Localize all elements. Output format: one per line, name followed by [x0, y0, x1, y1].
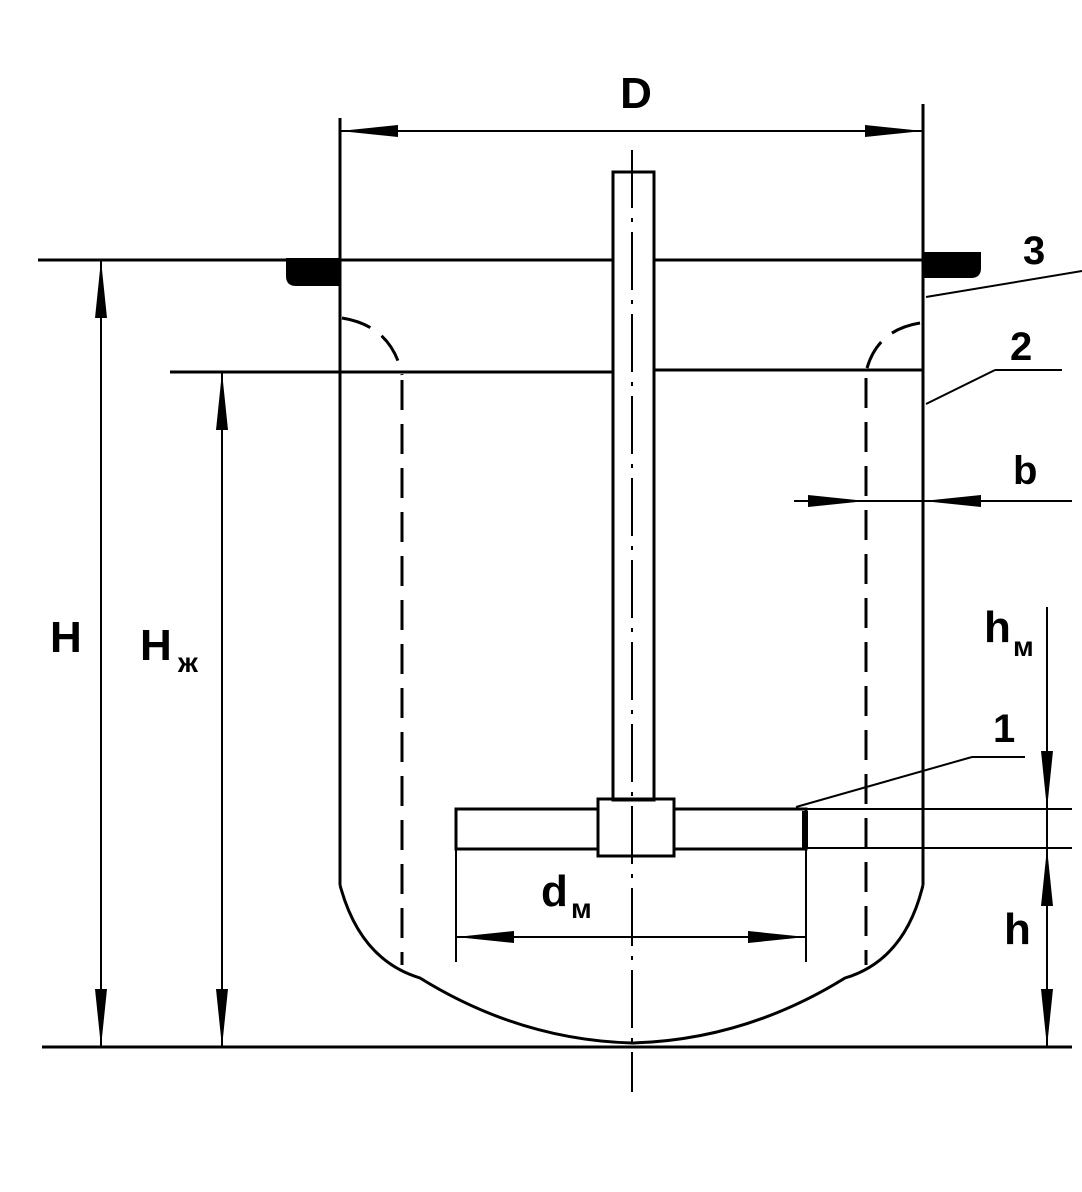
dimension-D: D: [340, 69, 923, 137]
impeller: [454, 797, 808, 858]
label-d-subscript: м: [571, 893, 592, 924]
arrow-left-icon: [340, 125, 398, 137]
label-b: b: [1013, 449, 1037, 493]
impeller-blade-right: [672, 807, 808, 851]
label-H-liquid: H: [140, 621, 172, 670]
arrow-down-icon: [1041, 751, 1053, 809]
arrow-right-icon: [808, 495, 866, 507]
vessel: [338, 104, 925, 1045]
impeller-blade-left: [454, 807, 600, 851]
shaft-body: [611, 170, 656, 802]
dimension-H-liquid: H ж: [140, 372, 228, 1047]
liquid-level: [170, 368, 923, 374]
arrow-right-icon: [748, 931, 806, 943]
impeller-hub: [596, 797, 676, 858]
top-level: [38, 252, 981, 286]
label-part-1: 1: [993, 707, 1015, 751]
dimension-h: h м h: [806, 603, 1072, 1047]
vessel-bottom: [338, 884, 925, 1045]
arrow-up-icon: [1041, 848, 1053, 906]
baffle-left-curve: [341, 316, 404, 376]
arrow-left-icon: [456, 931, 514, 943]
arrow-down-icon: [216, 989, 228, 1047]
label-D: D: [620, 69, 652, 118]
label-d: d: [541, 867, 568, 916]
baffle-right-curve: [864, 321, 921, 373]
flange-left: [286, 258, 340, 286]
arrow-up-icon: [216, 372, 228, 430]
label-H: H: [50, 613, 82, 662]
dimension-H: H: [50, 260, 107, 1047]
baffles: [341, 316, 921, 965]
label-part-2: 2: [1010, 325, 1032, 369]
label-h-clearance: h: [1004, 905, 1031, 954]
arrow-down-icon: [1041, 989, 1053, 1047]
leader-2: [925, 369, 996, 405]
label-part-3: 3: [1023, 229, 1045, 273]
label-H-liquid-subscript: ж: [177, 647, 199, 678]
arrow-down-icon: [95, 989, 107, 1047]
arrow-left-icon: [923, 495, 981, 507]
flange-right: [923, 252, 981, 278]
leader-3: [925, 270, 1082, 298]
shaft: [611, 150, 656, 1092]
arrow-right-icon: [865, 125, 923, 137]
label-h-impeller-subscript: м: [1013, 631, 1034, 662]
dimension-d: d м: [455, 849, 807, 962]
dimension-b: b: [794, 449, 1072, 507]
leader-1: [795, 756, 973, 808]
callouts: 3 2 1: [795, 229, 1082, 808]
label-h-impeller: h: [984, 603, 1011, 652]
arrow-up-icon: [95, 260, 107, 318]
